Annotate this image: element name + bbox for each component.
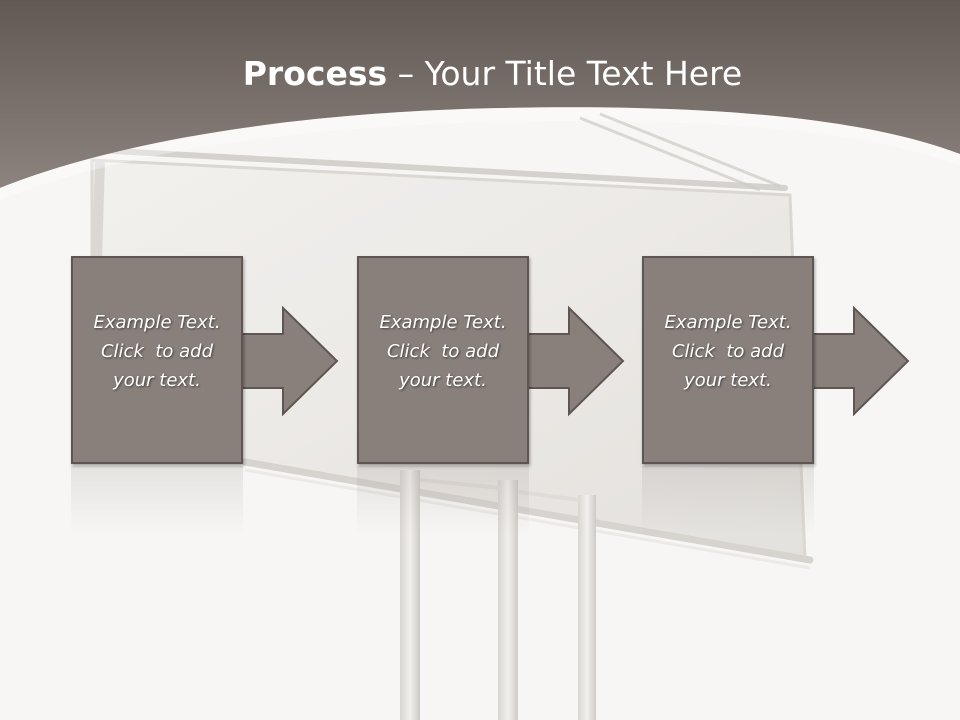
step-text-line: Click to add [671,341,784,362]
step-reflection [357,466,529,536]
header-banner [0,0,960,188]
slide-title[interactable]: Process – Your Title Text Here [0,52,960,96]
right-arrow-icon [240,305,339,417]
step-reflection [71,466,243,536]
title-bold-word: Process [242,54,388,93]
step-text-line: your text. [113,370,201,391]
step-box [642,256,814,464]
step-text-line: Example Text. [379,312,507,333]
step-box [357,256,529,464]
step-text-line: Example Text. [664,312,792,333]
step-box [71,256,243,464]
title-remainder: – Your Title Text Here [387,54,743,93]
right-arrow-icon [526,305,625,417]
step-text-line: Click to add [100,341,213,362]
step-text[interactable]: Example Text. Click to add your text. [71,308,243,395]
step-text-line: your text. [399,370,487,391]
step-text-line: Example Text. [93,312,221,333]
step-text[interactable]: Example Text. Click to add your text. [642,308,814,395]
step-text[interactable]: Example Text. Click to add your text. [357,308,529,395]
step-reflection [642,466,814,536]
step-text-line: your text. [684,370,772,391]
step-text-line: Click to add [386,341,499,362]
right-arrow-icon [811,305,910,417]
